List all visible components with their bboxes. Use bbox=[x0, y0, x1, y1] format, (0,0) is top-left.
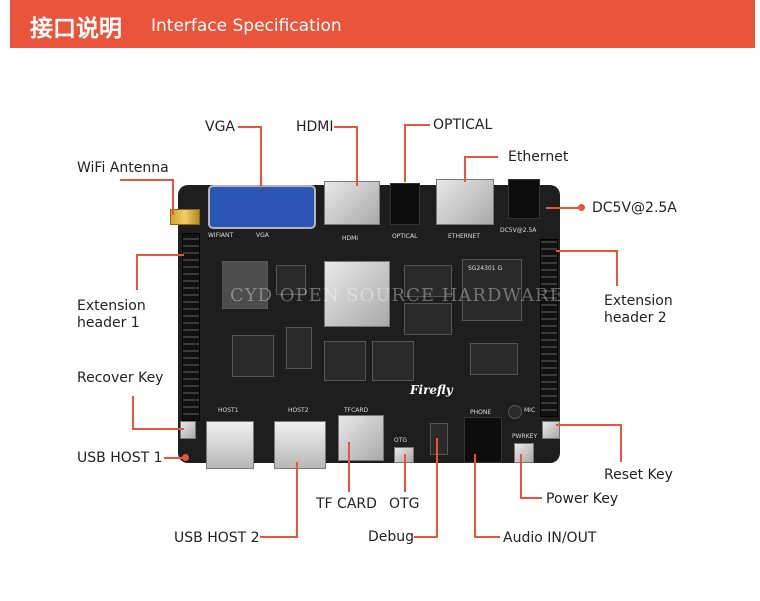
label-ethernet: Ethernet bbox=[508, 149, 569, 165]
extension-header-2 bbox=[540, 239, 558, 417]
reset-line-h bbox=[556, 424, 622, 426]
reset-line-v bbox=[620, 424, 622, 462]
ethernet-port bbox=[436, 179, 494, 225]
audio-line-h bbox=[474, 536, 500, 538]
otg-line bbox=[404, 454, 406, 492]
extension-header-1 bbox=[182, 233, 200, 421]
wifi-module bbox=[222, 261, 268, 309]
firefly-logo: Firefly bbox=[410, 383, 453, 397]
usb2-line-h bbox=[260, 536, 298, 538]
label-wifi-antenna: WiFi Antenna bbox=[77, 160, 169, 176]
optical-line-h bbox=[404, 124, 430, 126]
header-banner: 接口说明 Interface Specification bbox=[10, 0, 755, 48]
debug-line-v bbox=[436, 438, 438, 538]
debug-line-h bbox=[414, 536, 438, 538]
dc-jack bbox=[508, 179, 540, 219]
ethernet-line-v bbox=[464, 156, 466, 182]
label-dc-power: DC5V@2.5A bbox=[592, 200, 677, 216]
wifi-antenna-connector bbox=[170, 209, 200, 225]
ram-chip-4 bbox=[372, 341, 414, 381]
silk-chip: SG24301 G bbox=[468, 265, 503, 272]
ram-chip-2 bbox=[404, 303, 452, 335]
recover-line-v bbox=[132, 396, 134, 430]
emmc-chip bbox=[462, 259, 522, 321]
power-key bbox=[514, 443, 534, 463]
silk-hdmi: HDMI bbox=[342, 235, 359, 242]
wifi-line-v bbox=[172, 179, 174, 215]
label-extension-header-2-line1: Extension bbox=[604, 293, 673, 309]
hdmi-line-v bbox=[356, 126, 358, 186]
recover-line-h bbox=[132, 428, 184, 430]
tf-card-slot bbox=[338, 415, 384, 461]
silk-pwrkey: PWRKEY bbox=[512, 433, 538, 440]
reset-key bbox=[542, 421, 560, 439]
vga-line-v bbox=[260, 126, 262, 188]
silk-phone: PHONE bbox=[470, 409, 492, 416]
label-audio: Audio IN/OUT bbox=[503, 530, 597, 546]
silk-otg: OTG bbox=[394, 437, 408, 444]
ram-chip-3 bbox=[324, 341, 366, 381]
silk-wifiant: WIFIANT bbox=[208, 232, 234, 239]
small-chip-2 bbox=[286, 327, 312, 369]
usb-host-1-port bbox=[206, 421, 254, 469]
label-otg: OTG bbox=[389, 496, 420, 512]
debug-header bbox=[430, 423, 448, 455]
label-vga: VGA bbox=[205, 119, 236, 135]
ext1-line-v bbox=[136, 254, 138, 290]
label-usb-host-2: USB HOST 2 bbox=[174, 530, 260, 546]
ext2-line-v bbox=[616, 250, 618, 286]
label-extension-header-2-line2: header 2 bbox=[604, 310, 667, 326]
ram-chip-1 bbox=[404, 265, 452, 297]
silk-optical: OPTICAL bbox=[392, 233, 418, 240]
label-tf-card: TF CARD bbox=[316, 496, 377, 512]
silk-host2: HOST2 bbox=[288, 407, 309, 414]
title-chinese: 接口说明 bbox=[30, 16, 122, 42]
optical-line-v bbox=[404, 124, 406, 182]
usb2-line-v bbox=[296, 462, 298, 538]
power-line-h bbox=[520, 497, 542, 499]
label-hdmi: HDMI bbox=[296, 119, 334, 135]
ext1-line-h bbox=[136, 254, 184, 256]
vga-port bbox=[208, 185, 316, 229]
small-chip-3 bbox=[470, 343, 518, 375]
watermark: CYD OPEN SOURCE HARDWARE bbox=[230, 285, 564, 306]
title-english: Interface Specification bbox=[151, 16, 342, 36]
ext2-line-h bbox=[556, 250, 618, 252]
audio-jack bbox=[464, 417, 502, 463]
power-line-v bbox=[520, 454, 522, 498]
label-usb-host-1: USB HOST 1 bbox=[77, 450, 163, 466]
usb1-line bbox=[164, 457, 186, 459]
pmic-chip bbox=[232, 335, 274, 377]
ethernet-line-h bbox=[464, 156, 498, 158]
usb1-dot bbox=[182, 454, 189, 461]
label-extension-header-1-line1: Extension bbox=[77, 298, 146, 314]
dc-dot bbox=[578, 204, 585, 211]
dc-line bbox=[546, 207, 584, 209]
vga-line-h bbox=[238, 126, 261, 128]
tf-line bbox=[348, 442, 350, 492]
usb-host-2-port bbox=[274, 421, 326, 469]
silk-host1: HOST1 bbox=[218, 407, 239, 414]
silk-dc: DC5V@2.5A bbox=[500, 227, 537, 234]
label-optical: OPTICAL bbox=[433, 117, 493, 133]
label-reset-key: Reset Key bbox=[604, 467, 673, 483]
silk-vga: VGA bbox=[256, 232, 269, 239]
label-debug: Debug bbox=[368, 529, 415, 545]
board-image: WIFIANT VGA HDMI OPTICAL ETHERNET DC5V@2… bbox=[170, 179, 560, 469]
silk-mic: MIC bbox=[524, 407, 536, 414]
optical-port bbox=[390, 183, 420, 225]
label-power-key: Power Key bbox=[546, 491, 619, 507]
mic bbox=[508, 405, 522, 419]
wifi-line-h bbox=[120, 179, 174, 181]
soc-heatsink bbox=[324, 261, 390, 327]
audio-line-v bbox=[474, 454, 476, 538]
label-extension-header-1-line2: header 1 bbox=[77, 315, 140, 331]
silk-ethernet: ETHERNET bbox=[448, 233, 480, 240]
recover-key bbox=[180, 421, 196, 439]
hdmi-line-h bbox=[334, 126, 358, 128]
small-chip-1 bbox=[276, 265, 306, 295]
hdmi-port bbox=[324, 181, 380, 225]
label-recover-key: Recover Key bbox=[77, 370, 164, 386]
silk-tfcard: TFCARD bbox=[344, 407, 369, 414]
